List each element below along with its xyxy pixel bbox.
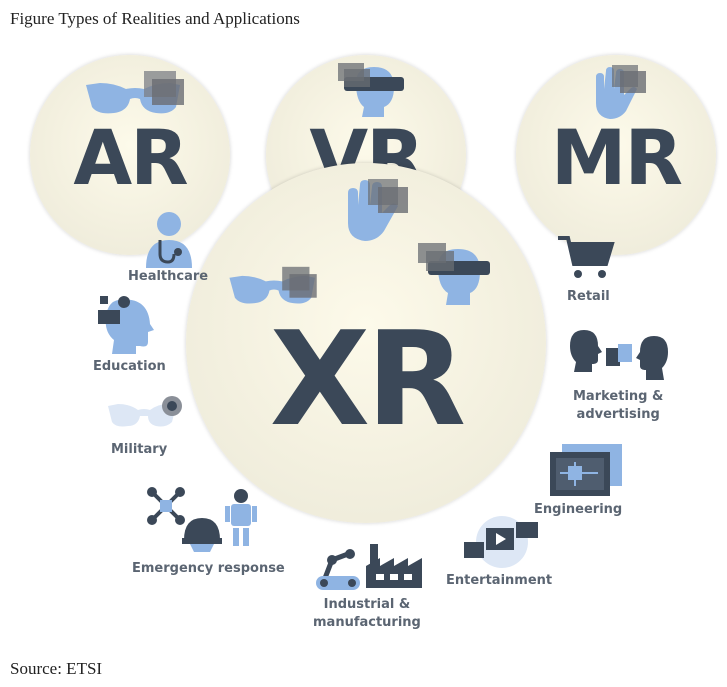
label-industrial-line2: manufacturing	[313, 615, 421, 630]
figure-title: Figure Types of Realities and Applicatio…	[10, 9, 300, 28]
label-marketing-line1: Marketing &	[573, 389, 664, 404]
vr-headset-icon	[418, 243, 490, 305]
hand-icon	[596, 65, 646, 119]
people-exchange-icon	[570, 330, 668, 380]
robot-arm-icon	[316, 549, 360, 590]
label-education: Education	[93, 359, 166, 374]
label-emergency-response: Emergency response	[132, 561, 285, 576]
label-marketing: Marketing & advertising	[573, 388, 663, 424]
doctor-icon	[146, 212, 192, 268]
xr-label: XR	[269, 303, 466, 455]
robot-icon	[225, 489, 257, 546]
label-industrial: Industrial & manufacturing	[313, 596, 421, 632]
label-entertainment: Entertainment	[446, 573, 553, 588]
vr-headset-icon	[338, 63, 404, 117]
student-head-icon	[98, 296, 154, 354]
glasses-icon	[229, 266, 317, 304]
factory-icon	[366, 544, 422, 588]
xr-circle: XR	[186, 163, 546, 523]
label-retail: Retail	[567, 289, 610, 304]
figure-source: Source: ETSI	[10, 659, 103, 678]
label-marketing-line2: advertising	[576, 407, 660, 422]
ar-label: AR	[73, 113, 188, 202]
label-industrial-line1: Industrial &	[323, 597, 411, 612]
circuit-screen-icon	[550, 444, 622, 496]
label-healthcare: Healthcare	[128, 269, 209, 284]
label-military: Military	[111, 442, 168, 457]
media-icon	[464, 516, 538, 568]
helmet-icon	[182, 518, 222, 552]
mr-circle: MR	[516, 55, 716, 255]
label-engineering: Engineering	[534, 502, 623, 517]
glasses-icon	[86, 71, 184, 114]
ar-circle: AR	[30, 55, 230, 255]
cart-icon	[558, 236, 615, 278]
military-goggles-icon	[108, 396, 182, 427]
drone-icon	[147, 487, 185, 525]
mr-label: MR	[550, 113, 683, 202]
hand-icon	[348, 179, 408, 241]
